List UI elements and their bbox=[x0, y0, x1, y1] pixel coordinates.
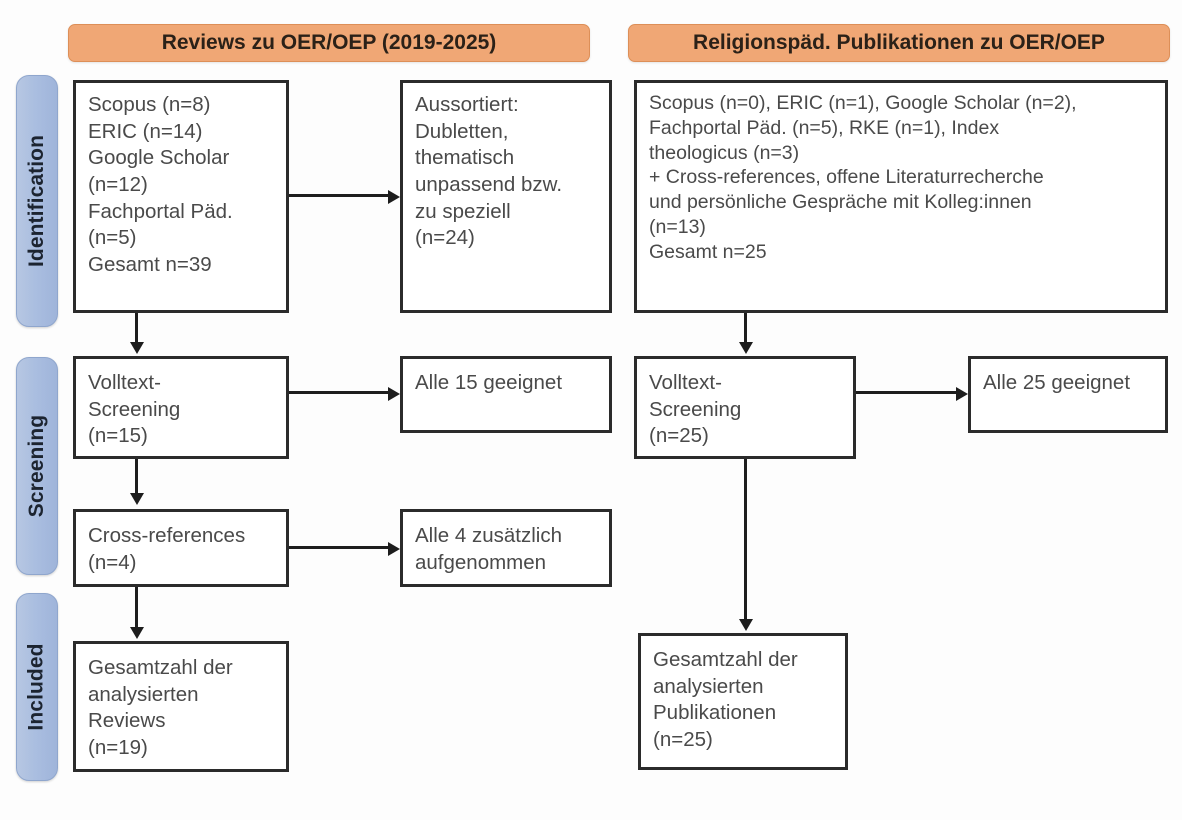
arrowhead-left-crossrefs-to-included bbox=[129, 627, 144, 639]
column-header-right-label: Religionspäd. Publikationen zu OER/OEP bbox=[693, 31, 1105, 54]
column-header-right: Religionspäd. Publikationen zu OER/OEP bbox=[628, 24, 1170, 62]
connector-left-screening-to-crossrefs bbox=[135, 459, 138, 495]
column-header-left-label: Reviews zu OER/OEP (2019-2025) bbox=[161, 31, 497, 54]
arrowhead-right-screening-to-suitable bbox=[956, 386, 968, 401]
connector-right-sources-to-screening bbox=[744, 313, 747, 344]
box-left-identification-sources: Scopus (n=8) ERIC (n=14) Google Scholar … bbox=[73, 80, 289, 313]
box-left-all-suitable: Alle 15 geeignet bbox=[400, 356, 612, 433]
stage-pill-identification: Identification bbox=[16, 75, 58, 327]
box-right-all-suitable: Alle 25 geeignet bbox=[968, 356, 1168, 433]
box-right-included-total: Gesamtzahl der analysierten Publikatione… bbox=[638, 633, 848, 770]
box-right-fulltext-screening: Volltext- Screening (n=25) bbox=[634, 356, 856, 459]
stage-label-included: Included bbox=[25, 643, 49, 731]
connector-right-screening-to-suitable bbox=[856, 391, 957, 394]
column-header-left: Reviews zu OER/OEP (2019-2025) bbox=[68, 24, 590, 62]
connector-right-screening-to-included bbox=[744, 459, 747, 621]
box-left-fulltext-screening: Volltext- Screening (n=15) bbox=[73, 356, 289, 459]
arrowhead-right-sources-to-screening bbox=[738, 342, 753, 354]
arrowhead-left-crossrefs-to-added bbox=[388, 541, 400, 556]
arrowhead-left-sources-to-excluded bbox=[388, 189, 400, 204]
arrowhead-right-screening-to-included bbox=[738, 619, 753, 631]
connector-left-sources-to-screening bbox=[135, 313, 138, 344]
stage-label-screening: Screening bbox=[25, 414, 48, 518]
arrowhead-left-sources-to-screening bbox=[129, 342, 144, 354]
connector-left-screening-to-suitable bbox=[289, 391, 389, 394]
connector-left-crossrefs-to-included bbox=[135, 587, 138, 629]
stage-label-identification: Identification bbox=[25, 134, 49, 268]
connector-left-sources-to-excluded bbox=[289, 194, 389, 197]
connector-left-crossrefs-to-added bbox=[289, 546, 389, 549]
box-left-all-added: Alle 4 zusätzlich aufgenommen bbox=[400, 509, 612, 587]
box-left-cross-references: Cross-references (n=4) bbox=[73, 509, 289, 587]
box-left-included-total: Gesamtzahl der analysierten Reviews (n=1… bbox=[73, 641, 289, 772]
stage-pill-included: Included bbox=[16, 593, 58, 781]
arrowhead-left-screening-to-suitable bbox=[388, 386, 400, 401]
box-left-excluded: Aussortiert: Dubletten, thematisch unpas… bbox=[400, 80, 612, 313]
arrowhead-left-screening-to-crossrefs bbox=[129, 493, 144, 505]
stage-pill-screening: Screening bbox=[16, 357, 58, 575]
box-right-identification-sources: Scopus (n=0), ERIC (n=1), Google Scholar… bbox=[634, 80, 1168, 313]
